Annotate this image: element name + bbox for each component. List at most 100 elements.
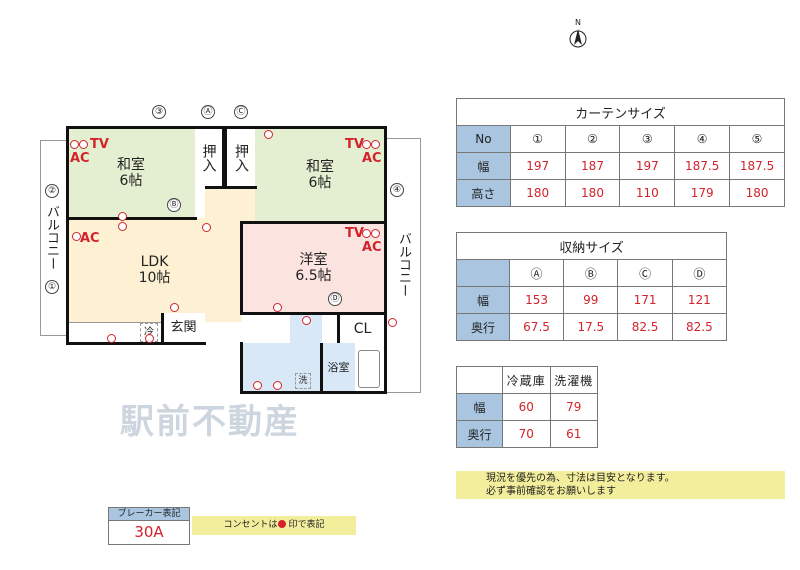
balcony-right-label: バルコニー [396,232,411,297]
room-name: CL [353,321,372,337]
outlet-icon [72,232,81,241]
room-genkan: 玄関 [162,313,205,343]
fridge-mark: 冷 [144,326,154,338]
watermark: 駅前不動産 [120,402,300,442]
wall [337,315,340,343]
col-header: 洗濯機 [549,366,598,394]
ac-label: AC [362,151,382,166]
room-name: LDK [140,254,169,270]
breaker-box: ブレーカー表記 30A [108,507,190,545]
disclaimer-note: 現況を優先の為、寸法は目安となります。 必ず事前確認をお願いします [456,471,785,499]
wall [320,343,323,392]
storage-marker-d: Ⓓ [328,292,342,306]
cell: 180 [729,179,785,207]
room-bath: 浴室 [322,343,355,392]
outlet-icon [371,140,380,149]
north-label: N [575,18,581,27]
north-arrow: N [568,18,588,50]
outlet-icon [79,140,88,149]
col-header: ② [564,125,621,153]
table-title: カーテンサイズ [456,98,785,126]
cell: 180 [564,179,621,207]
wall [240,312,386,315]
wall [205,186,257,189]
room-name: 押入 [233,144,249,172]
cell: 179 [674,179,731,207]
washer-space: 洗 [295,373,311,389]
curtain-marker-4: ④ [390,183,404,197]
outlet-icon [170,303,179,312]
room-name: 玄関 [170,320,197,335]
row-label: 幅 [456,286,510,314]
curtain-marker-2: ② [45,184,59,198]
cell: 82.5 [671,313,728,341]
curtain-marker-1: ① [45,280,59,294]
outlet-icon [202,223,211,232]
cell: 187.5 [729,152,785,180]
col-header: Ⓓ [671,259,728,287]
ldk-upper [205,188,255,222]
room-oshiire-c: 押入 [227,128,255,188]
row-label [456,259,510,287]
room-name: 洋室 [299,251,328,268]
outlet-icon [253,381,262,390]
wall [67,217,197,220]
outlet-icon [388,318,397,327]
cell: 70 [502,420,551,448]
outlet-icon [273,303,282,312]
outlet-icon [264,130,273,139]
cell: 60 [502,393,551,421]
cell: 180 [509,179,566,207]
row-label: No [456,125,511,153]
col-header: 冷蔵庫 [502,366,551,394]
tv-label: TV [345,137,364,152]
room-name: 和室 [306,159,334,175]
cell: 67.5 [508,313,565,341]
cell: 99 [563,286,619,314]
breaker-value: 30A [134,523,164,541]
outlet-icon [145,334,154,343]
cell: 187.5 [674,152,731,180]
outlet-icon [277,520,286,528]
curtain-marker-3: ③ [152,105,166,119]
cell: 197 [509,152,566,180]
room-size: 6帖 [308,175,332,191]
wall [66,126,69,344]
outlet-icon [362,140,371,149]
room-oshiire-a: 押入 [195,128,222,188]
empty-cell [455,366,504,394]
row-label: 幅 [456,152,511,180]
room-size: 6.5帖 [295,267,332,284]
row-label: 奥行 [456,313,510,341]
bathtub [358,350,380,388]
row-label: 幅 [455,393,504,421]
room-closet: CL [340,315,385,343]
balcony-left-label: バルコニー [44,205,59,270]
ac-label: AC [80,231,100,246]
outlet-note-text: 印で表記 [288,520,325,530]
cell: 61 [549,420,598,448]
cell: 153 [508,286,565,314]
row-label: 高さ [456,179,511,207]
cell: 197 [619,152,676,180]
room-size: 6帖 [119,173,143,189]
col-header: Ⓑ [563,259,619,287]
cell: 79 [549,393,598,421]
ac-label: AC [362,240,382,255]
wall [240,391,387,394]
cell: 187 [564,152,621,180]
cell: 171 [617,286,673,314]
col-header: Ⓒ [617,259,673,287]
breaker-label: ブレーカー表記 [109,508,189,521]
tv-label: TV [345,226,364,241]
outlet-icon [118,212,127,221]
col-header: Ⓐ [508,259,565,287]
tv-label: TV [90,137,109,152]
wall [161,313,164,344]
storage-marker-b: Ⓑ [167,198,181,212]
wall [67,126,387,129]
col-header: ④ [674,125,731,153]
storage-marker-a: Ⓐ [201,105,215,119]
cell: 82.5 [617,313,673,341]
